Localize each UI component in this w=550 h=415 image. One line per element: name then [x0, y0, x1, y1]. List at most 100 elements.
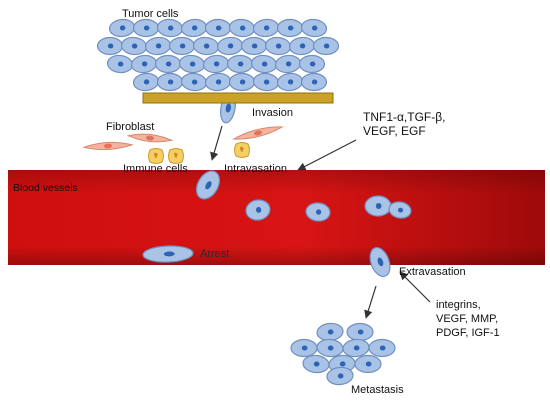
cell-nucleus [327, 345, 334, 351]
cell-nucleus [365, 361, 372, 367]
tumor-cell [156, 18, 184, 38]
cell-nucleus [375, 203, 382, 209]
metastatic-cell [290, 338, 318, 358]
tumor-cells-label: Tumor cells [122, 8, 179, 20]
arrested-cell [142, 245, 194, 263]
tumor-cell [106, 54, 134, 74]
intravasation-factors: TNF1-α,TGF-β, VEGF, EGF [363, 110, 446, 138]
tumor-cell [298, 54, 326, 74]
primary-tumor [96, 18, 340, 124]
metastatic-cell [368, 338, 396, 358]
tumor-cell [130, 54, 158, 74]
tumor-cell [108, 18, 136, 38]
tumor-cell [154, 54, 182, 74]
fibroblast-nucleus [254, 130, 262, 136]
tumor-cell [264, 36, 292, 56]
extravasation-label: Extravasation [399, 266, 466, 278]
invasion-arrow [210, 125, 223, 161]
circulating-tumor-cell [388, 201, 412, 219]
cell-nucleus [311, 25, 318, 31]
cell-nucleus [327, 329, 334, 335]
cell-nucleus [285, 61, 292, 67]
cell-nucleus [339, 361, 346, 367]
cell-nucleus [315, 209, 322, 215]
immune-nucleus [240, 146, 244, 152]
cell-nucleus [107, 43, 114, 49]
blood-vessel-shade [8, 170, 545, 265]
tumor-cell [276, 72, 304, 92]
cell-nucleus [239, 25, 246, 31]
tumor-cell [178, 54, 206, 74]
tumor-cell [250, 54, 278, 74]
fibroblast-cell [126, 133, 174, 143]
cell-nucleus [311, 79, 318, 85]
immune-cell [234, 142, 250, 158]
tumor-cell [204, 72, 232, 92]
cell-nucleus [237, 61, 244, 67]
cell-nucleus [167, 79, 174, 85]
arrows [210, 125, 431, 319]
cell-nucleus [263, 25, 270, 31]
cell-nucleus [377, 257, 384, 267]
metastatic-cell [316, 338, 344, 358]
cell-nucleus [117, 61, 124, 67]
circulating-cells [142, 170, 412, 278]
circulating-tumor-cell [364, 195, 392, 217]
cell-nucleus [189, 61, 196, 67]
fibroblast-nucleus [104, 143, 112, 149]
cell-nucleus [397, 207, 404, 213]
tumor-cell [204, 18, 232, 38]
tumor-cell [300, 72, 328, 92]
metastatic-colony [290, 322, 396, 386]
immune-cells-label: Immune cells [123, 163, 188, 175]
factors-to-intravasation-arrow [297, 139, 357, 171]
cell-nucleus [299, 43, 306, 49]
tumor-cell [96, 36, 124, 56]
factors-to-extravasation-arrow [399, 271, 431, 303]
metastatic-cell [302, 354, 330, 374]
cell-nucleus [165, 61, 172, 67]
extravasation-to-metastasis-arrow [364, 285, 377, 319]
tumor-cell [132, 18, 160, 38]
cell-nucleus [227, 43, 234, 49]
circulating-tumor-cell [245, 199, 271, 221]
cell-nucleus [309, 61, 316, 67]
cell-nucleus [131, 43, 138, 49]
intravasation-label: Intravasation [224, 163, 287, 175]
metastasis-label: Metastasis [351, 384, 404, 396]
fibroblast-nucleus [146, 135, 154, 141]
cell-nucleus [167, 25, 174, 31]
cell-nucleus [119, 25, 126, 31]
tumor-cell [180, 18, 208, 38]
cell-nucleus [251, 43, 258, 49]
tumor-cell [274, 54, 302, 74]
tumor-cell [240, 36, 268, 56]
tumor-cell [168, 36, 196, 56]
tumor-cell [252, 72, 280, 92]
cell-nucleus [215, 79, 222, 85]
fibroblast-cell [82, 141, 134, 151]
cell-nucleus [337, 373, 344, 379]
immune-cell [168, 148, 184, 164]
cell-nucleus [353, 345, 360, 351]
immune-cell [148, 148, 164, 164]
tumor-cell [312, 36, 340, 56]
tumor-cell [120, 36, 148, 56]
tumor-cell [226, 54, 254, 74]
tumor-cell [252, 18, 280, 38]
cell-nucleus [263, 79, 270, 85]
tumor-cell [202, 54, 230, 74]
tumor-cell [156, 72, 184, 92]
cell-nucleus [143, 79, 150, 85]
cell-nucleus [143, 25, 150, 31]
tumor-cell [288, 36, 316, 56]
fibroblast-cell [231, 126, 285, 140]
cell-nucleus [323, 43, 330, 49]
cell-nucleus [261, 61, 268, 67]
tumor-cell [228, 72, 256, 92]
tumor-cell [216, 36, 244, 56]
cell-nucleus [239, 79, 246, 85]
cell-nucleus [287, 79, 294, 85]
metastatic-cell [346, 322, 374, 342]
